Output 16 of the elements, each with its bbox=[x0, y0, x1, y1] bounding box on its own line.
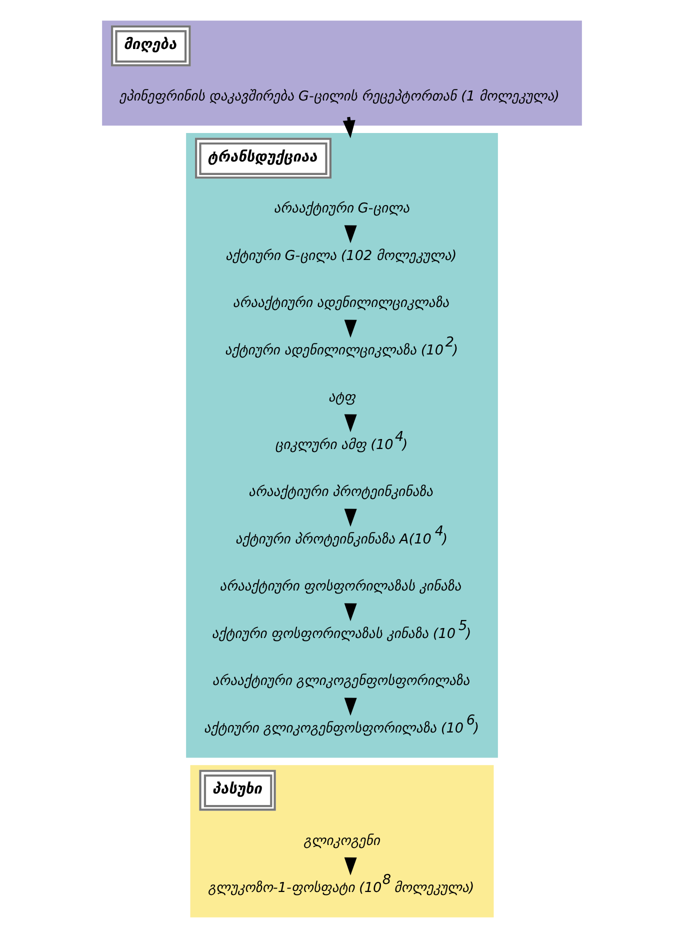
arrow bbox=[344, 508, 356, 527]
arrow bbox=[344, 857, 356, 876]
node-text: არააქტიური G-ცილა bbox=[273, 200, 410, 217]
node-text: ატფ bbox=[328, 390, 355, 406]
arrow bbox=[344, 225, 356, 244]
node-text: არააქტიური ფოსფორილაზას კინაზა bbox=[219, 578, 461, 595]
arrow bbox=[344, 320, 356, 338]
node-text: ეპინეფრინის დაკავშირება G-ცილის რეცეპტორთან (1 მოლეკულა) bbox=[118, 88, 560, 104]
arrow bbox=[344, 698, 356, 716]
node-text: არააქტიური ადენილილციკლაზა bbox=[232, 295, 449, 312]
node-text: აქტიური G-ცილა (102 მოლეკულა) bbox=[224, 248, 456, 264]
node-text: არააქტიური გლიკოგენფოსფორილაზა bbox=[212, 673, 470, 690]
node-text: გლიკოგენი bbox=[303, 832, 380, 849]
arrow bbox=[344, 603, 356, 622]
arrow bbox=[344, 414, 356, 432]
node-text: არააქტიური პროტეინკინაზა bbox=[248, 484, 432, 500]
